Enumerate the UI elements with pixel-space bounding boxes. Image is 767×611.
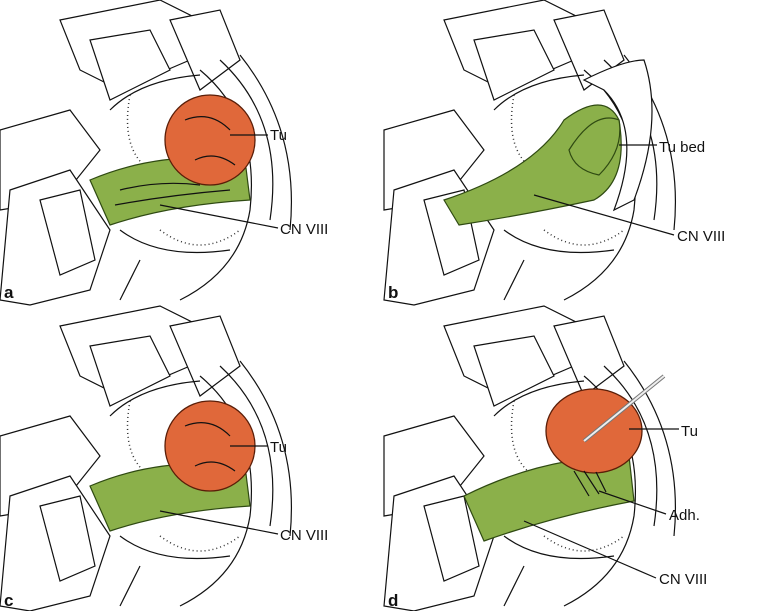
petrous-bone [582, 59, 653, 212]
panel-d: Tu Adh. CN VIII d [383, 305, 707, 611]
panel-letter: a [4, 283, 14, 302]
label-nerve: CN VIII [280, 221, 328, 238]
label-nerve: CN VIII [677, 228, 725, 245]
panel-b: Tu bed CN VIII b [383, 0, 725, 306]
adhesions [573, 470, 607, 497]
tumor-bed [568, 117, 621, 176]
label-tumor: Tu [270, 127, 287, 144]
label-tumor: Tu [270, 439, 287, 456]
label-nerve: CN VIII [280, 527, 328, 544]
panel-a: Tu CN VIII a [0, 0, 328, 306]
panel-c: Tu CN VIII c [0, 305, 328, 611]
label-tumor-bed: Tu bed [659, 139, 705, 156]
cranial-nerve-viii [463, 455, 635, 542]
panel-letter: d [388, 591, 398, 610]
tumor [164, 94, 256, 186]
label-adhesion: Adh. [669, 507, 700, 524]
label-tumor: Tu [681, 423, 698, 440]
panel-letter: b [388, 283, 398, 302]
label-nerve: CN VIII [659, 571, 707, 588]
panel-letter: c [4, 591, 13, 610]
